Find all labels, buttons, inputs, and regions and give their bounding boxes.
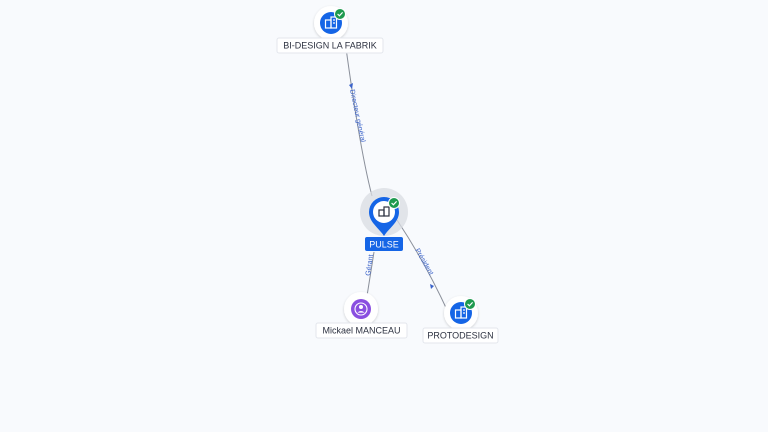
edge-arrow-icon xyxy=(430,284,434,289)
user-icon xyxy=(354,302,368,316)
check-badge-icon xyxy=(464,298,476,310)
check-badge-icon xyxy=(388,197,400,209)
edge-label: Président xyxy=(413,248,434,277)
edge-directeur-general[interactable]: Directeur général xyxy=(345,47,373,197)
edge-label: Gérant xyxy=(365,254,375,276)
node-pulse-focus[interactable]: PULSE xyxy=(360,188,408,251)
node-protodesign[interactable]: PROTODESIGN xyxy=(422,296,499,344)
node-label: PROTODESIGN xyxy=(427,331,493,341)
building-icon xyxy=(454,306,468,319)
building-icon xyxy=(324,16,338,29)
node-mickael[interactable]: Mickael MANCEAU xyxy=(315,292,408,339)
node-bi-design[interactable]: BI-DESIGN LA FABRIK xyxy=(276,6,384,54)
edge-arrow-icon xyxy=(349,83,353,89)
edge-label: Directeur général xyxy=(348,89,366,143)
node-label: BI-DESIGN LA FABRIK xyxy=(283,41,377,51)
building-icon xyxy=(378,206,390,217)
node-label: PULSE xyxy=(369,240,399,250)
node-label: Mickael MANCEAU xyxy=(322,326,400,336)
edges: Directeur général Président Gérant xyxy=(345,47,449,313)
edge-gerant[interactable]: Gérant xyxy=(365,251,375,297)
check-badge-icon xyxy=(334,8,346,20)
edge-president[interactable]: Président xyxy=(396,219,449,313)
